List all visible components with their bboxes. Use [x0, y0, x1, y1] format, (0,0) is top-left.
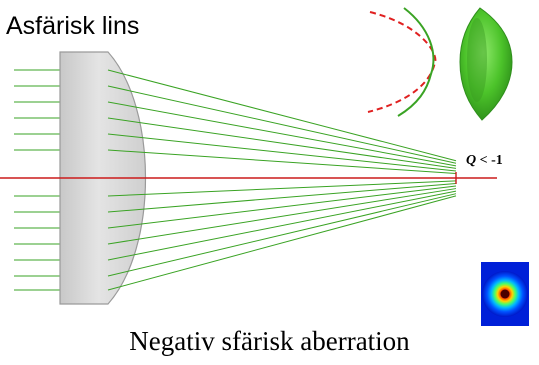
refracted-ray: [107, 180, 457, 197]
focal-spot-icon: [481, 262, 529, 326]
refracted-ray: [107, 185, 457, 229]
diagram-caption: Negativ sfärisk aberration: [129, 326, 410, 356]
refracted-ray: [107, 133, 457, 172]
refracted-ray: [107, 190, 457, 261]
diagram-title: Asfärisk lins: [6, 12, 140, 40]
refracted-ray: [107, 117, 457, 169]
refracted-ray: [107, 195, 457, 291]
refracted-rays: [107, 69, 457, 291]
refracted-ray: [107, 69, 457, 162]
aspheric-profile: [397, 7, 435, 117]
lens-profile-icon: [367, 7, 437, 117]
aspheric-surface-3d-icon: [459, 7, 513, 121]
conic-constant-label: Q < -1: [466, 153, 503, 169]
refracted-ray: [107, 188, 457, 245]
conic-constant-symbol: Q: [466, 153, 477, 168]
refracted-ray: [107, 101, 457, 167]
refracted-ray: [107, 149, 457, 175]
refracted-ray: [107, 193, 457, 277]
refracted-ray: [107, 85, 457, 164]
refracted-ray: [107, 182, 457, 213]
conic-constant-relation: < -1: [479, 153, 503, 168]
reference-sphere-profile: [367, 11, 437, 113]
